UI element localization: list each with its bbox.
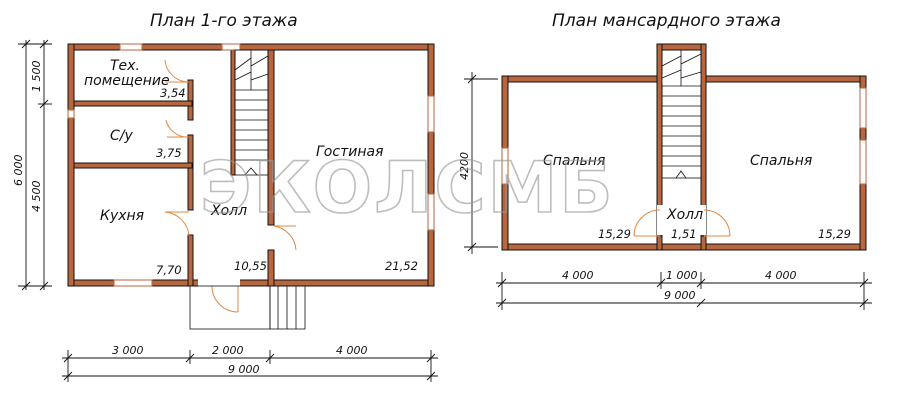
area-bedroom-left: 15,29 (598, 227, 631, 241)
window (427, 193, 435, 231)
room-kitchen-label: Кухня (100, 208, 144, 224)
attic-plan: Спальня 15,29 Холл 1,51 Спальня 15,29 (501, 43, 867, 251)
room-wc-label: С/у (110, 128, 133, 144)
area-tech: 3,54 (160, 86, 186, 100)
floor1-dim-bottom-3: 4 000 (336, 344, 368, 357)
room-tech-label-2: помещение (84, 73, 170, 89)
floor1-dim-total-height: 6 000 (12, 155, 25, 187)
doors (164, 59, 297, 313)
area-kitchen: 7,70 (156, 263, 182, 277)
attic-dim-total-width: 9 000 (664, 289, 696, 302)
room-tech-label-1: Тех. (110, 58, 140, 74)
area-wc: 3,75 (156, 146, 182, 160)
area-living: 21,52 (385, 259, 418, 273)
floor1-dimensions-bottom (62, 350, 438, 382)
attic-dim-bottom-3: 4 000 (765, 269, 797, 282)
window (221, 43, 241, 51)
room-hall-label: Холл (210, 203, 247, 219)
attic-dim-bottom-2: 1 000 (666, 269, 698, 282)
attic-dim-height: 4200 (458, 152, 471, 180)
window (427, 95, 435, 133)
window (859, 139, 867, 185)
attic-stairs (661, 49, 702, 179)
floor1-dim-bottom-1: 3 000 (112, 344, 144, 357)
floor1-title: План 1-го этажа (150, 11, 298, 31)
room-attic-hall-label: Холл (666, 207, 703, 223)
window (501, 147, 509, 185)
area-hall: 10,55 (234, 259, 267, 273)
attic-doors (633, 209, 731, 237)
room-bedroom-right-label: Спальня (750, 153, 812, 169)
floor1-plan: Тех. помещение 3,54 С/у 3,75 Кухня 7,70 … (67, 43, 435, 330)
room-bedroom-left-label: Спальня (543, 153, 605, 169)
attic-dim-bottom-1: 4 000 (562, 269, 594, 282)
attic-dimensions-bottom (496, 272, 872, 310)
window (67, 109, 75, 119)
porch (189, 285, 306, 330)
window (113, 279, 153, 287)
window (859, 87, 867, 129)
floor1-dim-left-1: 1 500 (30, 61, 43, 93)
floor1-dim-left-2: 4 500 (30, 181, 43, 213)
room-living-label: Гостиная (316, 144, 383, 160)
floor1-dim-total-width: 9 000 (228, 363, 260, 376)
stairs (234, 49, 269, 176)
area-bedroom-right: 15,29 (818, 227, 851, 241)
area-attic-hall: 1,51 (671, 227, 697, 241)
attic-title: План мансардного этажа (552, 11, 781, 31)
watermark: ЭКОЛСМБ (200, 147, 615, 229)
floor1-dimensions-left (18, 39, 52, 291)
floor1-dim-bottom-2: 2 000 (212, 344, 244, 357)
window (119, 43, 143, 51)
attic-dimension-left (464, 72, 498, 254)
